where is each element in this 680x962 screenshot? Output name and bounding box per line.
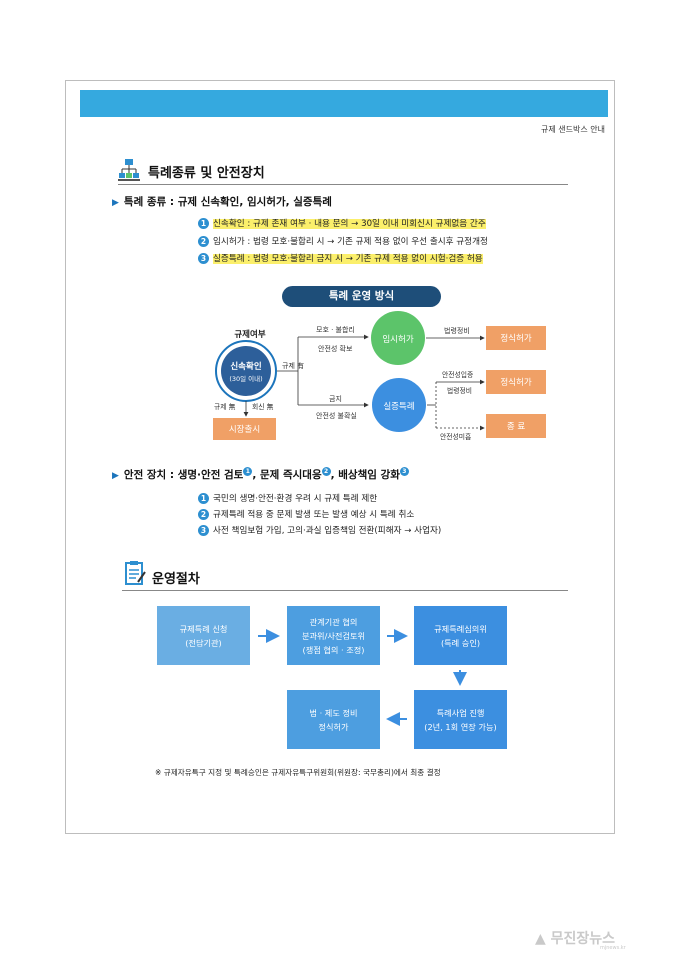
formal-permit-text-1: 정식허가 — [500, 333, 531, 344]
step-line: 규제특례 신청 — [179, 623, 228, 634]
number-badge: 2 — [198, 509, 209, 520]
law-fix-label-2: 법령정비 — [447, 386, 472, 395]
number-badge: 3 — [198, 253, 209, 264]
formal-permit-text-2: 정식허가 — [500, 377, 531, 388]
safety-text: 국민의 생명·안전·환경 우려 시 규제 특례 제한 — [213, 494, 378, 504]
reply-none-label: 회신 無 — [252, 402, 274, 411]
step-line: (특례 승인) — [440, 637, 481, 648]
safety-item-2: 2 규제특례 적용 중 문제 발생 또는 발생 예상 시 특례 취소 — [198, 508, 414, 520]
reg-exists-label: 규제 有 — [282, 361, 304, 370]
safety-unproven-label: 안전성미흡 — [440, 432, 471, 441]
type-item-temp: 2 임시허가 : 법령 모호·불합리 시 → 기존 규제 적용 없이 우선 출시후… — [198, 235, 488, 247]
section-divider — [118, 184, 568, 185]
org-chart-icon — [118, 159, 140, 181]
safety-proven-label: 안전성입증 — [442, 370, 473, 379]
step-line: (전담기관) — [185, 637, 222, 648]
triangle-bullet-icon: ▶ — [112, 198, 119, 208]
top-color-bar — [80, 90, 608, 117]
type-text: 신속확인 : 규제 존재 여부 · 내용 문의 → 30일 이내 미회신시 규제… — [213, 219, 486, 229]
step-line: 법 · 제도 정비 — [309, 707, 358, 718]
rapid-check-text: 신속확인 — [230, 361, 261, 372]
type-item-rapid: 1 신속확인 : 규제 존재 여부 · 내용 문의 → 30일 이내 미회신시 규… — [198, 217, 486, 229]
law-fix-label: 법령정비 — [444, 326, 470, 335]
rapid-check-sub: (30일 이내) — [229, 374, 262, 383]
temp-permit-circle — [371, 311, 425, 365]
header-label: 규제 샌드박스 안내 — [541, 125, 605, 134]
demo-special-circle — [372, 378, 426, 432]
step-apply-box: 규제특례 신청 (전담기관) — [157, 606, 250, 665]
step-line: 분과위/사전검토위 — [301, 630, 366, 641]
section-divider — [122, 590, 568, 591]
prohibited-label: 금지 — [329, 394, 342, 403]
step-formal-box: 법 · 제도 정비 정식허가 — [287, 690, 380, 749]
ambiguous-label: 모호 · 불합리 — [316, 325, 355, 334]
safety-secured-label: 안전성 확보 — [318, 344, 353, 353]
watermark-sub: mjnews.kr — [600, 945, 626, 951]
triangle-bullet-icon: ▶ — [112, 471, 119, 481]
step-line: (쟁점 협의 · 조정) — [302, 644, 365, 655]
step-consult-box: 관계기관 협의 분과위/사전검토위 (쟁점 협의 · 조정) — [287, 606, 380, 665]
footnote: ※ 규제자유특구 지정 및 특례승인은 규제자유특구위원회(위원장: 국무총리)… — [155, 768, 441, 777]
step-line: 관계기관 협의 — [309, 616, 358, 627]
demo-special-text: 실증특례 — [383, 401, 414, 412]
step-review-box: 규제특례심의위 (특례 승인) — [414, 606, 507, 665]
terminate-box — [486, 414, 546, 438]
step-line: 특례사업 진행 — [436, 707, 485, 718]
superscript-badge: 1 — [243, 467, 253, 476]
clipboard-icon — [125, 561, 146, 585]
number-badge: 2 — [198, 236, 209, 247]
type-item-demo: 3 실증특례 : 법령 모호·불합리 금지 시 → 기존 규제 적용 없이 시험·… — [198, 252, 483, 264]
diagram-title: 특례 운영 방식 — [282, 286, 441, 307]
safety-item-3: 3 사전 책임보험 가입, 고의·과실 입증책임 전환(피해자 → 사업자) — [198, 524, 441, 536]
reg-check-label: 규제여부 — [234, 329, 265, 340]
type-text: 임시허가 : 법령 모호·불합리 시 → 기존 규제 적용 없이 우선 출시후 … — [213, 237, 488, 247]
safety-text: 규제특례 적용 중 문제 발생 또는 발생 예상 시 특례 취소 — [213, 510, 415, 520]
number-badge: 1 — [198, 218, 209, 229]
number-badge: 1 — [198, 493, 209, 504]
types-heading: ▶특례 종류 : 규제 신속확인, 임시허가, 실증특례 — [112, 196, 332, 208]
temp-permit-text: 임시허가 — [382, 334, 413, 345]
section-title-special-types: 특례종류 및 안전장치 — [148, 166, 265, 181]
formal-permit-box-2 — [486, 370, 546, 394]
watermark-logo: ▲ 무진장뉴스 — [535, 931, 616, 947]
rapid-check-circle — [221, 346, 271, 396]
superscript-badge: 3 — [399, 467, 409, 476]
safety-item-1: 1 국민의 생명·안전·환경 우려 시 규제 특례 제한 — [198, 492, 377, 504]
step-proceed-box: 특례사업 진행 (2년, 1회 연장 가능) — [414, 690, 507, 749]
step-line: (2년, 1회 연장 가능) — [424, 721, 497, 732]
formal-permit-box-1 — [486, 326, 546, 350]
step-line: 규제특례심의위 — [434, 623, 487, 634]
market-launch-box — [213, 418, 276, 440]
safety-uncertain-label: 안전성 불확실 — [316, 411, 357, 420]
market-launch-text: 시장출시 — [229, 424, 260, 435]
number-badge: 3 — [198, 525, 209, 536]
safety-text: 사전 책임보험 가입, 고의·과실 입증책임 전환(피해자 → 사업자) — [213, 526, 442, 536]
terminate-text: 종 료 — [507, 422, 526, 432]
step-line: 정식허가 — [318, 721, 349, 732]
type-text: 실증특례 : 법령 모호·불합리 금지 시 → 기존 규제 적용 없이 시험·검… — [213, 254, 483, 264]
section-title-procedure: 운영절차 — [152, 572, 200, 587]
superscript-badge: 2 — [321, 467, 331, 476]
reg-none-label: 규제 無 — [214, 402, 236, 411]
